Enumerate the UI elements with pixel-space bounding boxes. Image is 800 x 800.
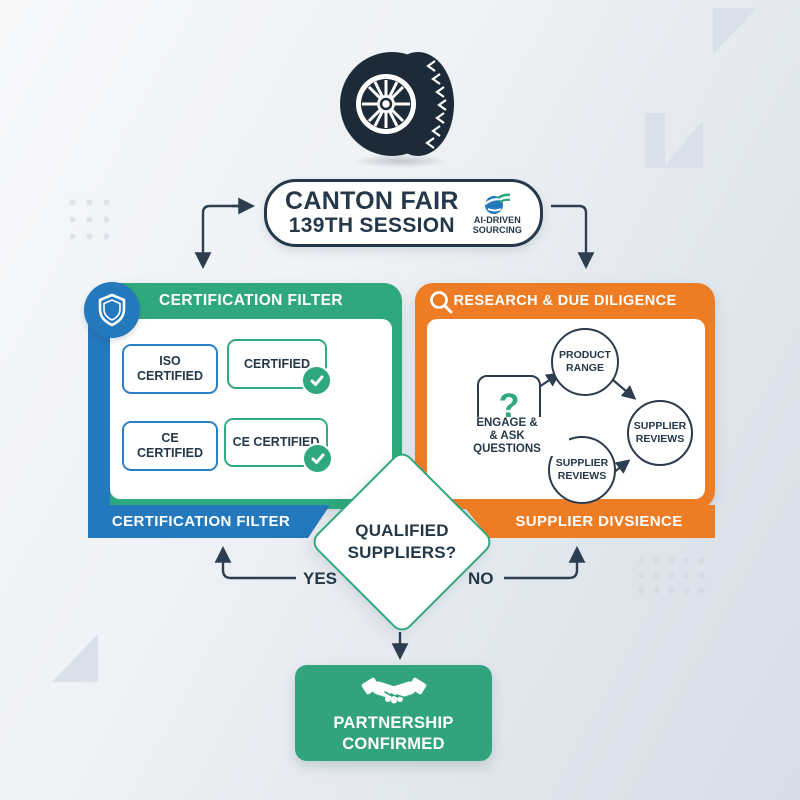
handshake-icon <box>361 678 426 704</box>
badge-label: CE CERTIFIED <box>232 435 320 450</box>
check-icon <box>301 365 332 396</box>
no-label: NO <box>468 569 494 588</box>
node-supplier-reviews-bottom: SUPPLIER REVIEWS <box>548 436 616 504</box>
result-text: PARTNERSHIP CONFIRMED <box>333 714 454 753</box>
certification-filter-banner: CERTIFICATION FILTER <box>88 505 330 538</box>
yes-label: YES <box>303 569 338 588</box>
arrow-left-elbow <box>194 204 250 270</box>
logo-text-line1: AI-DRIVEN <box>473 215 521 226</box>
shield-icon <box>98 293 126 327</box>
globe-swoosh-icon <box>484 193 511 215</box>
certification-filter-title: CERTIFICATION FILTER <box>159 292 343 309</box>
logo-text-line2: SOURCING <box>472 224 522 235</box>
decor-rect <box>645 113 665 168</box>
badge-label: CE <box>161 431 179 446</box>
engage-label: ENGAGE & & ASK QUESTIONS <box>445 417 569 456</box>
shield-badge <box>84 282 140 338</box>
badge-ce-certified-check: CE CERTIFIED <box>224 418 333 474</box>
badge-certified: CERTIFIED <box>227 339 332 396</box>
tire-icon <box>340 52 454 156</box>
badge-iso-certified: ISO CERTIFIED <box>122 344 218 394</box>
canton-fair-line2: 139TH SESSION <box>288 214 455 238</box>
ai-driven-sourcing-logo: AI-DRIVEN SOURCING <box>473 191 522 235</box>
question-mark: ? <box>498 386 520 425</box>
arrow-yes <box>214 545 296 580</box>
check-icon <box>302 443 333 474</box>
decision-label: QUALIFIED SUPPLIERS? <box>347 520 457 562</box>
badge-label: CERTIFIED <box>244 356 310 371</box>
badge-label: ISO <box>159 354 181 369</box>
supplier-diligence-banner: SUPPLIER DIVSIENCE <box>463 505 715 538</box>
arrow-no <box>504 545 586 580</box>
arrow-right-elbow <box>551 204 595 270</box>
partnership-confirmed-box: PARTNERSHIP CONFIRMED <box>295 665 492 761</box>
badge-label: CERTIFIED <box>137 369 203 383</box>
decor-dots-right <box>634 553 710 599</box>
node-product-range: PRODUCT RANGE <box>551 328 619 396</box>
tire-shadow <box>352 154 448 168</box>
node-supplier-reviews-right: SUPPLIER REVIEWS <box>627 400 693 466</box>
canton-fair-line1: CANTON FAIR <box>285 187 459 216</box>
badge-label: CERTIFIED <box>137 446 203 460</box>
certification-frame: CERTIFICATION FILTER <box>100 283 402 509</box>
canton-fair-title: CANTON FAIR 139TH SESSION <box>285 188 459 238</box>
certification-filter-panel: CERTIFICATION FILTER ISO CERTIFIED CERTI… <box>84 282 402 538</box>
decor-dots-left <box>64 194 116 246</box>
panel-left-blue-bar <box>88 299 110 538</box>
search-icon <box>430 291 453 314</box>
canton-fair-box: CANTON FAIR 139TH SESSION AI-DRIVEN SOUR… <box>264 179 543 247</box>
research-panel: RESEARCH & DUE DILIGENCE ? ENGAGE <box>415 283 715 538</box>
research-title: RESEARCH & DUE DILIGENCE <box>453 293 677 309</box>
badge-ce-certified: CE CERTIFIED <box>122 421 218 471</box>
arrow-product-to-right <box>612 379 637 400</box>
